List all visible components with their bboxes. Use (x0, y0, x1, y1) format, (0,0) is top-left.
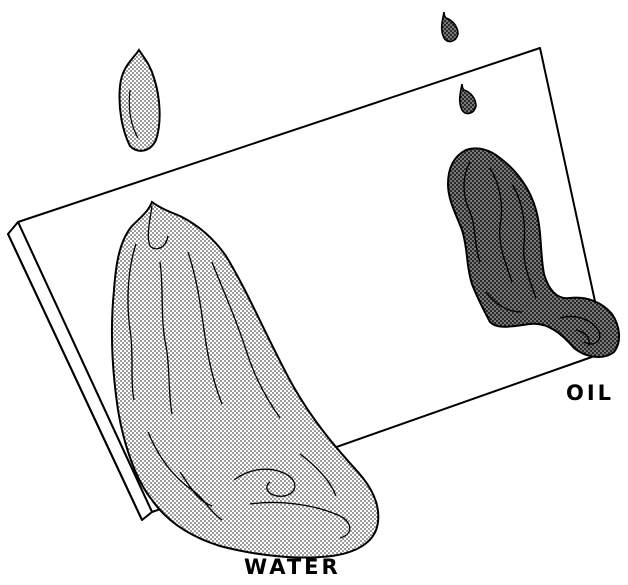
water-drop-falling (119, 50, 159, 151)
oil-label: OIL (566, 381, 614, 405)
oil-drop-falling-top (442, 12, 458, 41)
water-label: WATER (244, 555, 341, 579)
